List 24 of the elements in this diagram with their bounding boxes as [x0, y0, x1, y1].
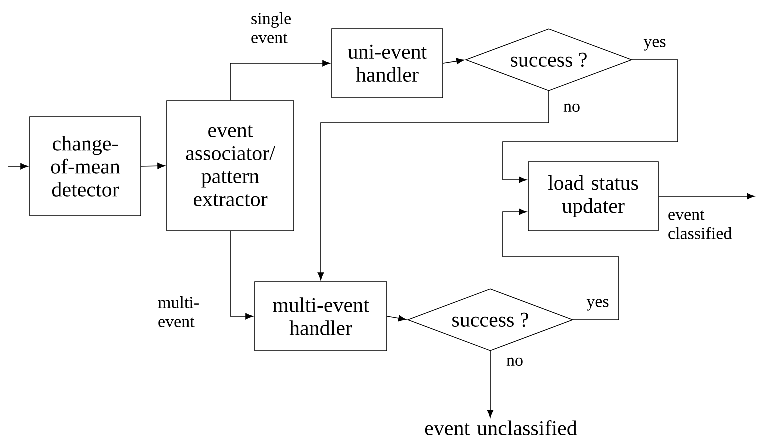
- process-box: change- of-mean detector: [30, 116, 142, 216]
- process-box: event associator/ pattern extractor: [166, 100, 294, 232]
- arrow: [387, 315, 406, 322]
- edge-label: single event: [252, 12, 292, 44]
- arrow: [230, 230, 254, 320]
- arrow: [487, 350, 494, 418]
- arrow: [502, 208, 620, 320]
- process-box: load status updater: [528, 162, 659, 232]
- edge-label: yes: [586, 299, 609, 311]
- output-text: event unclassified: [425, 420, 578, 436]
- edge-label: no: [564, 104, 580, 112]
- arrow: [502, 60, 678, 184]
- process-box: uni-event handler: [332, 28, 444, 98]
- process-box: multi-event handler: [254, 282, 388, 352]
- edge-label: yes: [644, 39, 666, 51]
- arrow: [443, 58, 464, 64]
- edge-label: event classified: [668, 210, 732, 240]
- edge-label: no: [506, 358, 523, 366]
- edge-label: multi- event: [158, 296, 199, 328]
- arrow: [230, 60, 330, 101]
- arrow: [658, 193, 755, 200]
- arrow: [8, 163, 28, 170]
- arrow: [141, 162, 166, 170]
- arrow: [318, 91, 550, 280]
